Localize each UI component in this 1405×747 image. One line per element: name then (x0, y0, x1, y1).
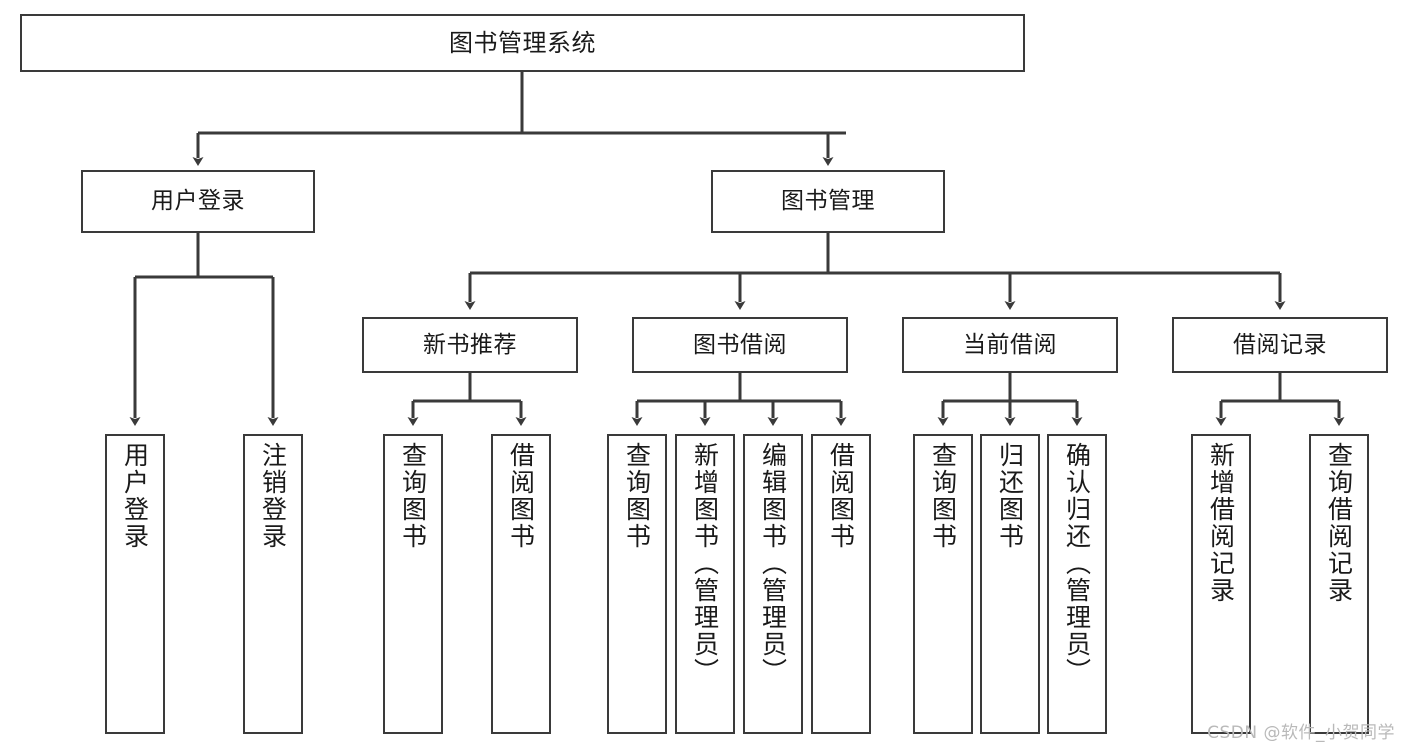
node-label: 查询借阅记录 (1324, 442, 1354, 604)
node-label: 确认归还（管理员） (1062, 442, 1092, 685)
leaf-query-book-1[interactable]: 查询图书 (383, 434, 443, 734)
node-label: 编辑图书（管理员） (758, 442, 788, 685)
node-label: 新增图书（管理员） (690, 442, 720, 685)
node-label: 借阅图书 (826, 442, 856, 550)
leaf-query-borrow-record[interactable]: 查询借阅记录 (1309, 434, 1369, 734)
leaf-borrow-book-2[interactable]: 借阅图书 (811, 434, 871, 734)
node-label: 查询图书 (928, 442, 958, 550)
node-book-management[interactable]: 图书管理 (711, 170, 945, 233)
node-label: 借阅记录 (1233, 331, 1327, 358)
node-new-book-recommend[interactable]: 新书推荐 (362, 317, 578, 373)
leaf-edit-book[interactable]: 编辑图书（管理员） (743, 434, 803, 734)
node-label: 注销登录 (258, 442, 288, 550)
leaf-borrow-book-1[interactable]: 借阅图书 (491, 434, 551, 734)
node-current-borrow[interactable]: 当前借阅 (902, 317, 1118, 373)
node-label: 归还图书 (995, 442, 1025, 550)
node-user-login[interactable]: 用户登录 (81, 170, 315, 233)
node-label: 查询图书 (622, 442, 652, 550)
node-label: 新书推荐 (423, 331, 517, 358)
node-label: 用户登录 (151, 188, 245, 214)
node-label: 当前借阅 (963, 331, 1057, 358)
node-borrow-record[interactable]: 借阅记录 (1172, 317, 1388, 373)
leaf-add-book[interactable]: 新增图书（管理员） (675, 434, 735, 734)
leaf-user-login[interactable]: 用户登录 (105, 434, 165, 734)
leaf-logout-login[interactable]: 注销登录 (243, 434, 303, 734)
node-label: 新增借阅记录 (1206, 442, 1236, 604)
leaf-query-book-2[interactable]: 查询图书 (607, 434, 667, 734)
node-book-borrow[interactable]: 图书借阅 (632, 317, 848, 373)
leaf-add-borrow-record[interactable]: 新增借阅记录 (1191, 434, 1251, 734)
node-label: 图书借阅 (693, 331, 787, 358)
node-label: 查询图书 (398, 442, 428, 550)
leaf-confirm-return[interactable]: 确认归还（管理员） (1047, 434, 1107, 734)
node-label: 图书管理系统 (449, 29, 596, 57)
node-label: 图书管理 (781, 188, 875, 214)
watermark-text: CSDN @软件_小贺同学 (1207, 723, 1395, 743)
node-label: 借阅图书 (506, 442, 536, 550)
node-label: 用户登录 (120, 442, 150, 550)
leaf-return-book[interactable]: 归还图书 (980, 434, 1040, 734)
leaf-query-book-3[interactable]: 查询图书 (913, 434, 973, 734)
node-root-system[interactable]: 图书管理系统 (20, 14, 1025, 72)
